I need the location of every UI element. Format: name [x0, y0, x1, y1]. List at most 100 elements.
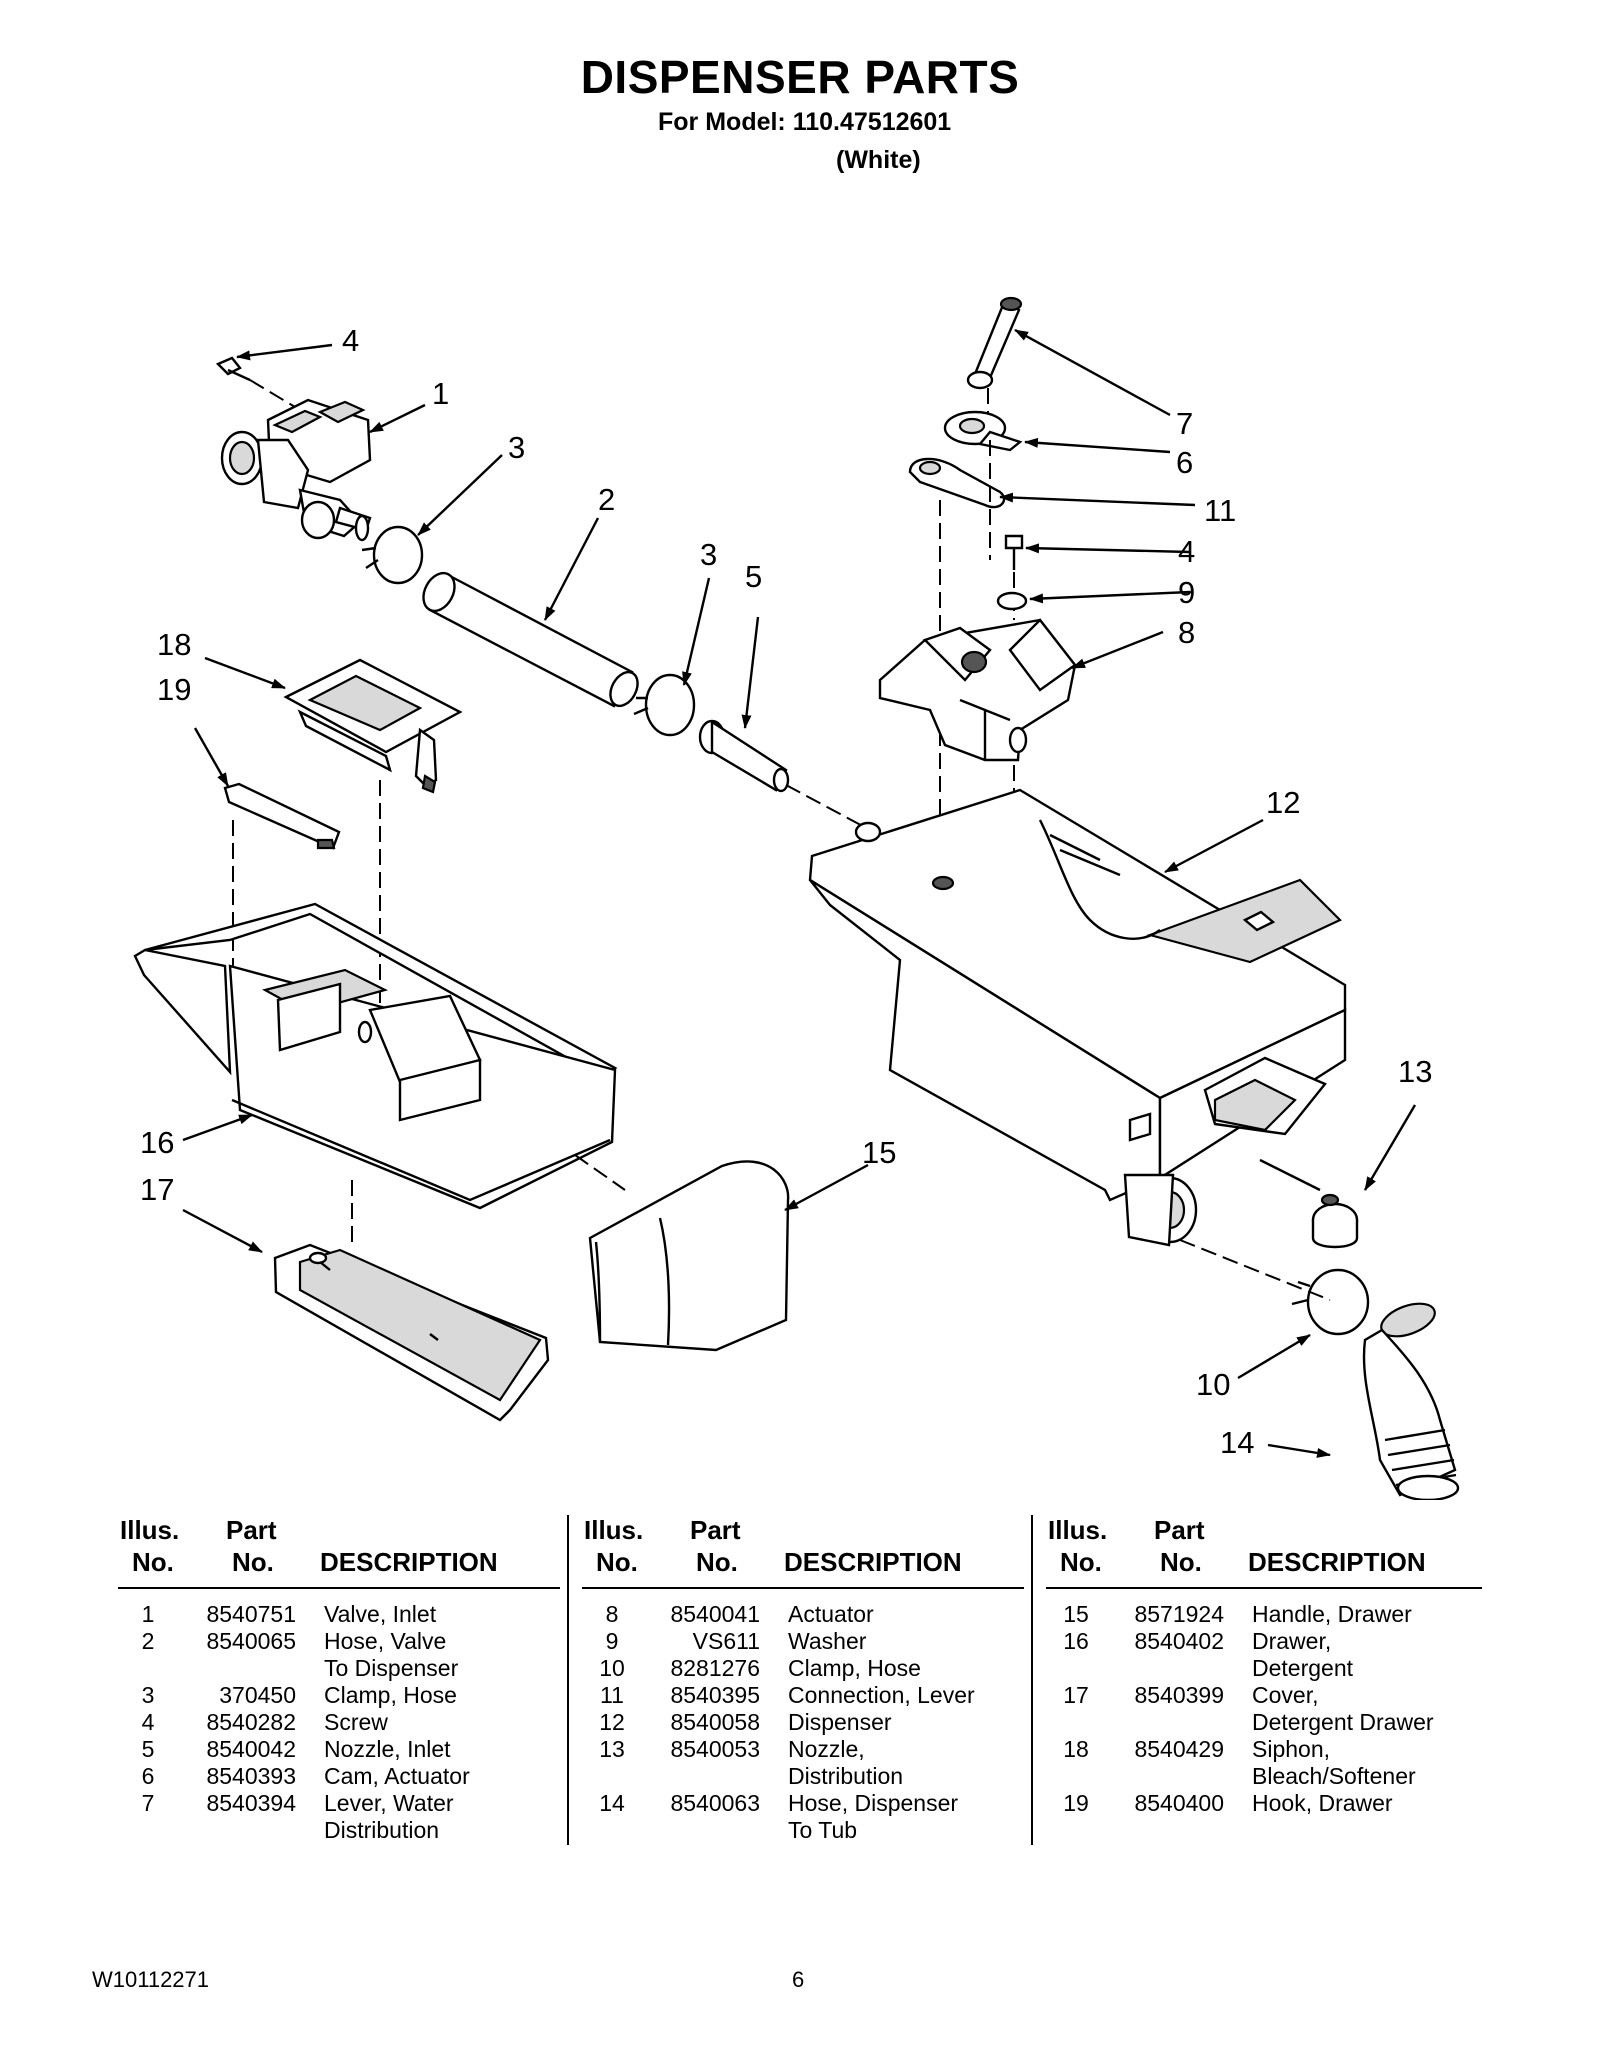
nozzle-guide-line	[785, 784, 871, 831]
hose-clamp-part-left	[361, 525, 424, 585]
document-number: W10112271	[92, 1967, 210, 1992]
table-header: Illus. No. Part No. DESCRIPTION	[582, 1515, 1024, 1589]
header-part: Part	[226, 1515, 277, 1545]
header-illus: Illus.	[584, 1515, 644, 1545]
callout-label: 15	[862, 1135, 896, 1170]
table-header: Illus. No. Part No. DESCRIPTION	[1046, 1515, 1482, 1589]
part-number: 8540399	[1134, 1682, 1224, 1708]
part-number: 8540065	[206, 1628, 296, 1654]
header-part-no: No.	[232, 1547, 274, 1577]
callout-label: 12	[1266, 785, 1300, 820]
illus-number: 14	[599, 1790, 625, 1816]
callout-label: 1	[432, 376, 449, 411]
part-description: Hose, Dispenser	[788, 1790, 959, 1816]
part-description: Handle, Drawer	[1252, 1601, 1412, 1627]
part-number: 8540402	[1134, 1628, 1224, 1654]
header-part: Part	[1154, 1515, 1205, 1545]
callout-label: 19	[157, 672, 191, 707]
hose-clamp-part-right	[1291, 1268, 1370, 1336]
illus-number: 13	[599, 1736, 625, 1762]
part-number: 8540053	[670, 1736, 760, 1762]
part-number: 8540400	[1134, 1790, 1224, 1816]
screw-part-right	[1004, 534, 1024, 570]
illus-number: 15	[1063, 1601, 1089, 1627]
callout-label: 8	[1178, 615, 1195, 650]
siphon-part	[283, 658, 463, 794]
part-description: Actuator	[788, 1601, 874, 1627]
part-number: 8540393	[206, 1763, 296, 1789]
illus-number: 4	[141, 1709, 155, 1735]
part-number: 8540429	[1134, 1736, 1224, 1762]
part-description: Screw	[324, 1709, 388, 1735]
part-number: 8540063	[670, 1790, 760, 1816]
callout-label: 9	[1178, 575, 1195, 610]
table-row: To Tub	[582, 1817, 1024, 1844]
header-description: DESCRIPTION	[320, 1547, 498, 1577]
part-number: 370450	[219, 1682, 296, 1708]
table-row: 19 8540400 Hook, Drawer	[1046, 1790, 1482, 1817]
header-part: Part	[690, 1515, 741, 1545]
screw-guide-line	[249, 379, 301, 411]
screw-part-left	[215, 356, 251, 382]
callout-label: 4	[1178, 534, 1195, 569]
part-number: 8540395	[670, 1682, 760, 1708]
illus-number: 19	[1063, 1790, 1089, 1816]
part-number: 8281276	[670, 1655, 760, 1681]
actuator-part	[878, 618, 1077, 762]
illus-number: 6	[141, 1763, 155, 1789]
illus-number: 1	[141, 1601, 155, 1627]
callout-labels: 4 1 3 2 3 5 18 19 7 6 11 4 9 8 12 13 16 …	[140, 323, 1432, 1460]
leader-lines	[182, 328, 1417, 1458]
drawer-hook-part	[223, 782, 341, 850]
table-row: Bleach/Softener	[1046, 1763, 1482, 1790]
header-description: DESCRIPTION	[784, 1547, 962, 1577]
part-number: 8540751	[206, 1601, 296, 1627]
part-description: Siphon,	[1252, 1736, 1331, 1762]
handle-guide-line	[574, 1154, 626, 1191]
table-row: To Dispenser	[118, 1655, 560, 1682]
callout-label: 16	[140, 1125, 174, 1160]
callout-label: 10	[1196, 1367, 1230, 1402]
illus-number: 8	[605, 1601, 619, 1627]
header-illus: Illus.	[1048, 1515, 1108, 1545]
table-divider	[1031, 1515, 1033, 1845]
header-part-no: No.	[1160, 1547, 1202, 1577]
part-description: Cam, Actuator	[324, 1763, 470, 1789]
table-row: Distribution	[582, 1763, 1024, 1790]
dispenser-to-tub-hose-part	[1362, 1302, 1460, 1500]
part-description: Cover,	[1252, 1682, 1319, 1708]
callout-label: 13	[1398, 1054, 1432, 1089]
callout-label: 3	[700, 537, 717, 572]
part-number: 8540042	[206, 1736, 296, 1762]
callout-label: 14	[1220, 1425, 1254, 1460]
part-description: Washer	[788, 1628, 867, 1654]
part-description: Hook, Drawer	[1252, 1790, 1393, 1816]
callout-label: 6	[1176, 445, 1193, 480]
callout-label: 2	[598, 482, 615, 517]
illus-number: 10	[599, 1655, 625, 1681]
part-description: Dispenser	[788, 1709, 892, 1735]
callout-label: 3	[508, 430, 525, 465]
actuator-cam-part	[943, 410, 1023, 452]
part-description: Drawer,	[1252, 1628, 1332, 1654]
header-illus-no: No.	[132, 1547, 174, 1577]
part-description: Distribution	[788, 1763, 904, 1789]
part-description: Detergent Drawer	[1252, 1709, 1434, 1735]
table-row: Detergent Drawer	[1046, 1709, 1482, 1736]
valve-hose-part	[422, 571, 639, 708]
